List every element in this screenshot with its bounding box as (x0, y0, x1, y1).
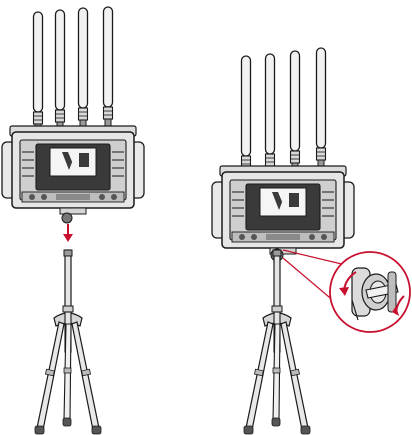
antenna-icon (77, 7, 89, 129)
right-panel (211, 47, 411, 435)
transmitter-device (1, 125, 145, 215)
antenna-icon (102, 6, 114, 128)
tripod-icon (34, 249, 102, 435)
transmitter-device (211, 165, 355, 255)
antenna-icon (32, 11, 44, 133)
detail-magnifier (329, 251, 411, 333)
antenna-icon (315, 47, 327, 169)
antenna-icon (289, 50, 301, 172)
callout-line (282, 249, 351, 267)
mount-knob-icon (61, 212, 73, 224)
antenna-icon (240, 55, 252, 177)
arrow-down-icon (63, 224, 73, 242)
antenna-icon (54, 9, 66, 131)
left-panel (1, 6, 145, 435)
antenna-icon (264, 53, 276, 175)
tripod-icon (243, 249, 311, 435)
rotate-arrow-icon (339, 271, 405, 316)
